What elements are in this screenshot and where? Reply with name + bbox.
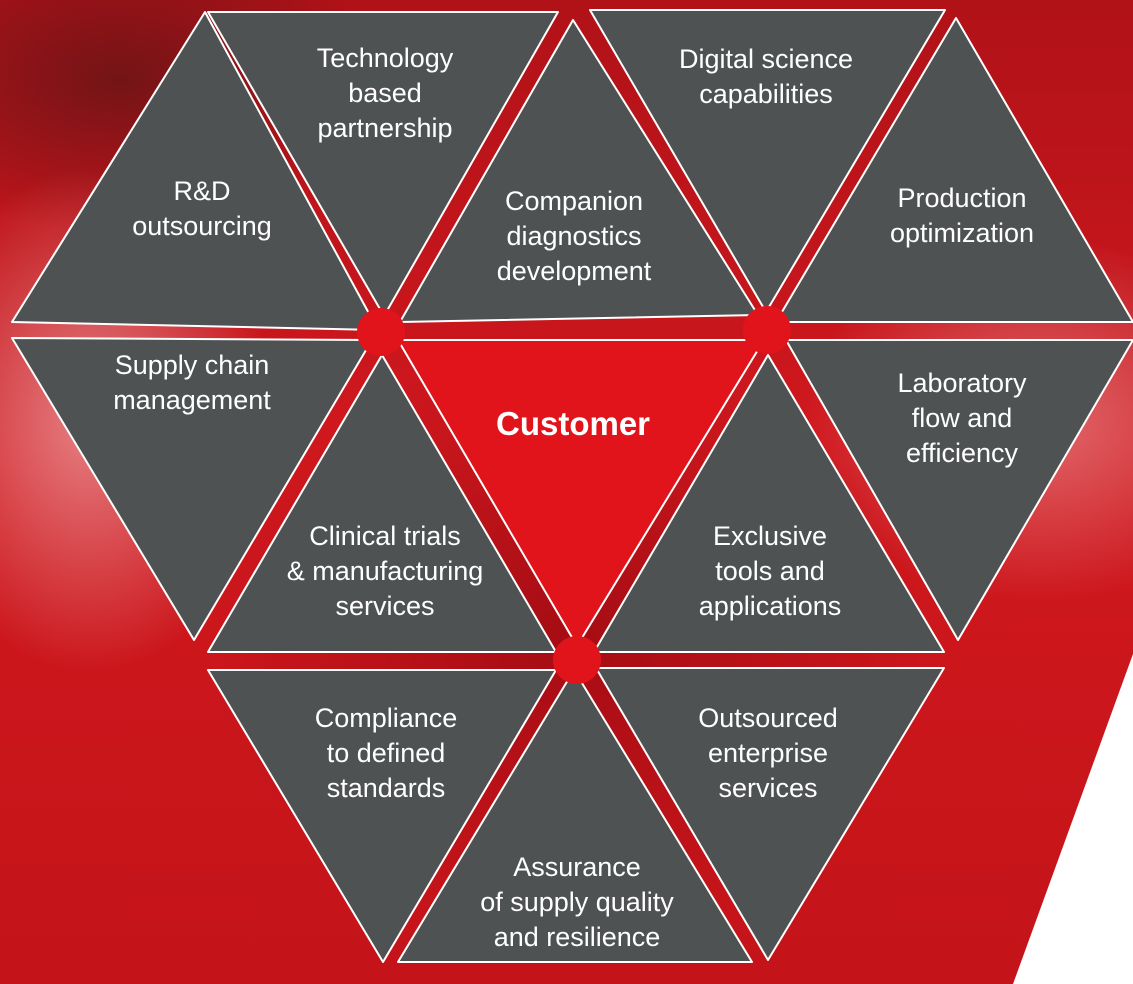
label-exclusive-tools-applications: Exclusive tools and applications — [699, 521, 842, 621]
label-laboratory-flow-efficiency-line: efficiency — [906, 438, 1019, 468]
label-rd-outsourcing-line: outsourcing — [132, 211, 272, 241]
label-compliance-standards-line: Compliance — [315, 703, 458, 733]
triangle-rd-outsourcing — [11, 11, 379, 331]
label-outsourced-enterprise-services-line: enterprise — [708, 738, 828, 768]
label-outsourced-enterprise-services-line: services — [718, 773, 817, 803]
triangle-digital-science-capabilities — [589, 9, 946, 313]
label-assurance-supply-quality: Assurance of supply quality and resilience — [480, 852, 674, 952]
label-companion-diagnostics-development-line: Companion — [505, 186, 643, 216]
label-exclusive-tools-applications-line: applications — [699, 591, 842, 621]
label-companion-diagnostics-development-line: development — [497, 256, 652, 286]
label-outsourced-enterprise-services-line: Outsourced — [698, 703, 838, 733]
junction-node-left — [357, 308, 405, 356]
label-clinical-trials-manufacturing-line: Clinical trials — [309, 521, 461, 551]
label-rd-outsourcing: R&D outsourcing — [132, 176, 272, 241]
label-clinical-trials-manufacturing-line: & manufacturing — [287, 556, 484, 586]
label-exclusive-tools-applications-line: tools and — [715, 556, 825, 586]
label-technology-based-partnership-line: Technology — [317, 43, 454, 73]
label-companion-diagnostics-development: Companion diagnostics development — [497, 186, 652, 286]
triangle-laboratory-flow-efficiency — [785, 339, 1133, 641]
label-laboratory-flow-efficiency: Laboratory flow and efficiency — [897, 368, 1027, 468]
label-assurance-supply-quality-line: of supply quality — [480, 887, 674, 917]
label-assurance-supply-quality-line: and resilience — [494, 922, 661, 952]
label-compliance-standards-line: standards — [327, 773, 446, 803]
label-compliance-standards: Compliance to defined standards — [315, 703, 458, 803]
triangle-companion-diagnostics-development — [399, 19, 759, 323]
triangle-assurance-supply-quality — [397, 669, 753, 963]
label-digital-science-capabilities-line: Digital science — [679, 44, 853, 74]
label-supply-chain-management-line: Supply chain — [115, 350, 270, 380]
triangle-clinical-trials-manufacturing — [207, 354, 557, 653]
label-clinical-trials-manufacturing-line: services — [335, 591, 434, 621]
triangle-layer — [11, 9, 1133, 963]
junction-node-bottom — [553, 636, 601, 684]
background-white-wedge — [1013, 654, 1133, 984]
label-production-optimization: Production optimization — [890, 183, 1034, 248]
label-outsourced-enterprise-services: Outsourced enterprise services — [698, 703, 838, 803]
label-technology-based-partnership-line: based — [348, 78, 422, 108]
label-technology-based-partnership-line: partnership — [317, 113, 452, 143]
triangle-exclusive-tools-applications — [593, 354, 945, 653]
label-compliance-standards-line: to defined — [327, 738, 446, 768]
label-layer: Customer R&D outsourcing Technology based par… — [113, 43, 1034, 952]
label-supply-chain-management: Supply chain management — [113, 350, 271, 415]
triangle-supply-chain-management — [11, 337, 373, 641]
label-digital-science-capabilities: Digital science capabilities — [679, 44, 853, 109]
label-exclusive-tools-applications-line: Exclusive — [713, 521, 827, 551]
triangle-compliance-standards — [207, 669, 557, 963]
triangle-technology-based-partnership — [207, 11, 559, 317]
label-digital-science-capabilities-line: capabilities — [699, 79, 833, 109]
label-companion-diagnostics-development-line: diagnostics — [506, 221, 641, 251]
label-clinical-trials-manufacturing: Clinical trials & manufacturing services — [287, 521, 484, 621]
label-assurance-supply-quality-line: Assurance — [513, 852, 641, 882]
junction-node-right — [743, 306, 791, 354]
label-laboratory-flow-efficiency-line: flow and — [912, 403, 1013, 433]
triangle-outsourced-enterprise-services — [595, 667, 945, 961]
triangle-production-optimization — [775, 17, 1133, 323]
node-layer — [357, 306, 791, 684]
label-technology-based-partnership: Technology based partnership — [317, 43, 454, 143]
label-production-optimization-line: optimization — [890, 218, 1034, 248]
label-supply-chain-management-line: management — [113, 385, 271, 415]
customer-triangle — [397, 339, 765, 647]
label-rd-outsourcing-line: R&D — [173, 176, 230, 206]
label-laboratory-flow-efficiency-line: Laboratory — [897, 368, 1027, 398]
label-production-optimization-line: Production — [897, 183, 1026, 213]
customer-label: Customer — [496, 405, 650, 442]
